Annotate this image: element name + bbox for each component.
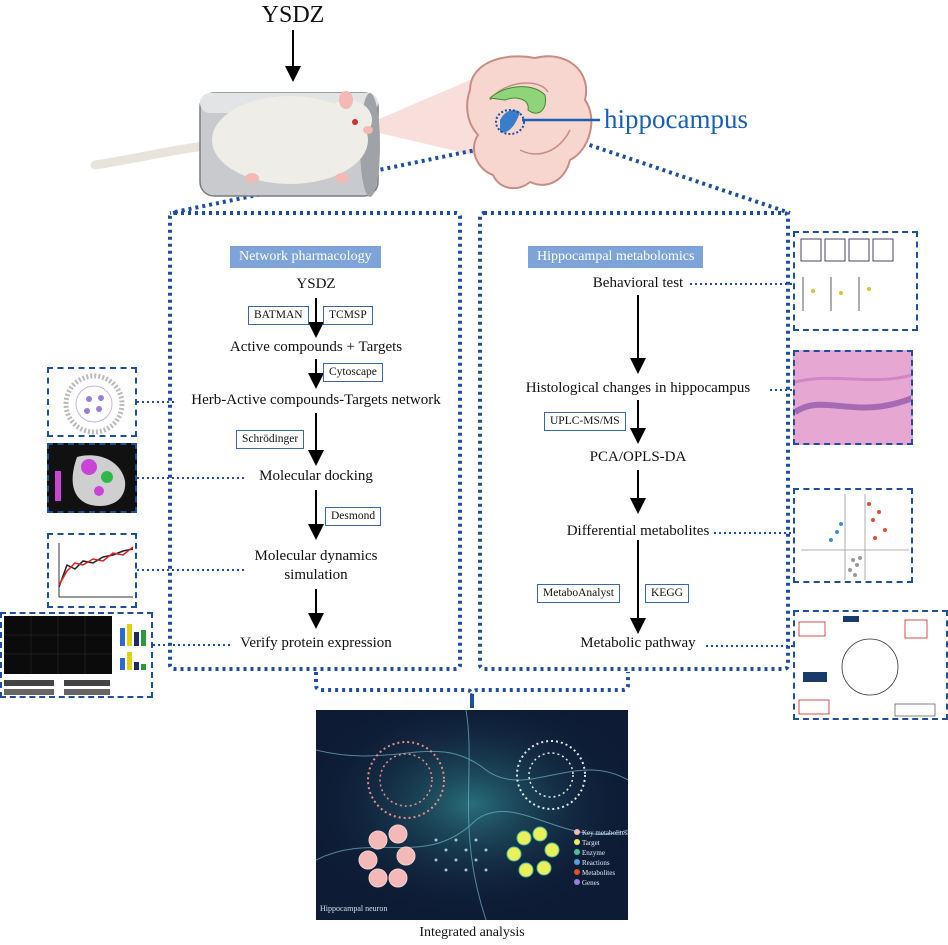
integrated-image-label: Hippocampal neuron [320, 904, 388, 913]
metabolomics-heading: Hippocampal metabolomics [528, 246, 704, 268]
tool-batman: BATMAN [248, 306, 309, 325]
molecular-docking-thumbnail [47, 443, 137, 513]
view-cone [358, 80, 515, 165]
metabolic-pathway-thumbnail [793, 610, 948, 720]
tool-uplc-msms: UPLC-MS/MS [544, 412, 626, 431]
hm-step-differential-metabolites: Differential metabolites [566, 523, 710, 539]
top-herb-label: YSDZ [261, 2, 325, 28]
network-pharmacology-frame [168, 211, 462, 671]
tool-tcmsp: TCMSP [323, 306, 373, 325]
tool-desmond: Desmond [325, 507, 382, 526]
hippocampus-label: hippocampus [604, 104, 748, 134]
np-step-simulation: simulation [284, 567, 348, 583]
volcano-plot-thumbnail [793, 488, 913, 583]
np-step-active-compounds: Active compounds + Targets [229, 339, 403, 355]
legend-target: Target [574, 838, 628, 848]
hm-step-metabolic-pathway: Metabolic pathway [580, 635, 696, 651]
md-simulation-thumbnail [47, 533, 137, 608]
integrated-analysis-caption: Integrated analysis [419, 925, 525, 940]
legend-genes: Genes [574, 878, 628, 888]
behavioral-test-thumbnail [793, 231, 918, 331]
legend-enzyme: Enzyme [574, 848, 628, 858]
tool-schrodinger: Schrödinger [236, 430, 305, 449]
network-graph-thumbnail [47, 367, 137, 437]
hm-step-pca-oplsda: PCA/OPLS-DA [589, 449, 687, 465]
integrated-legend: Key metabolites Target Enzyme Reactions … [574, 828, 628, 888]
integrated-analysis-image: Hippocampal neuron Key metabolites Targe… [316, 710, 628, 920]
hm-step-histological: Histological changes in hippocampus [525, 380, 751, 396]
np-step-molecular-docking: Molecular docking [259, 468, 373, 484]
legend-reactions: Reactions [574, 858, 628, 868]
histology-thumbnail [793, 350, 913, 445]
integration-bracket [314, 672, 630, 697]
tool-cytoscape: Cytoscape [323, 363, 383, 382]
np-step-verify-protein: Verify protein expression [240, 635, 392, 651]
protein-expression-thumbnail [0, 612, 153, 698]
np-step-ysdz: YSDZ [296, 276, 336, 292]
hm-step-behavioral-test: Behavioral test [592, 275, 684, 291]
np-step-molecular-dynamics: Molecular dynamics [254, 548, 378, 564]
tool-kegg: KEGG [645, 584, 689, 603]
network-pharmacology-heading: Network pharmacology [230, 246, 381, 268]
legend-key-metabolites: Key metabolites [574, 828, 628, 838]
tool-metaboanalyst: MetaboAnalyst [537, 584, 620, 603]
legend-metabolites: Metabolites [574, 868, 628, 878]
metabolomics-frame [478, 211, 790, 671]
np-step-herb-network: Herb-Active compounds-Targets network [191, 392, 441, 408]
